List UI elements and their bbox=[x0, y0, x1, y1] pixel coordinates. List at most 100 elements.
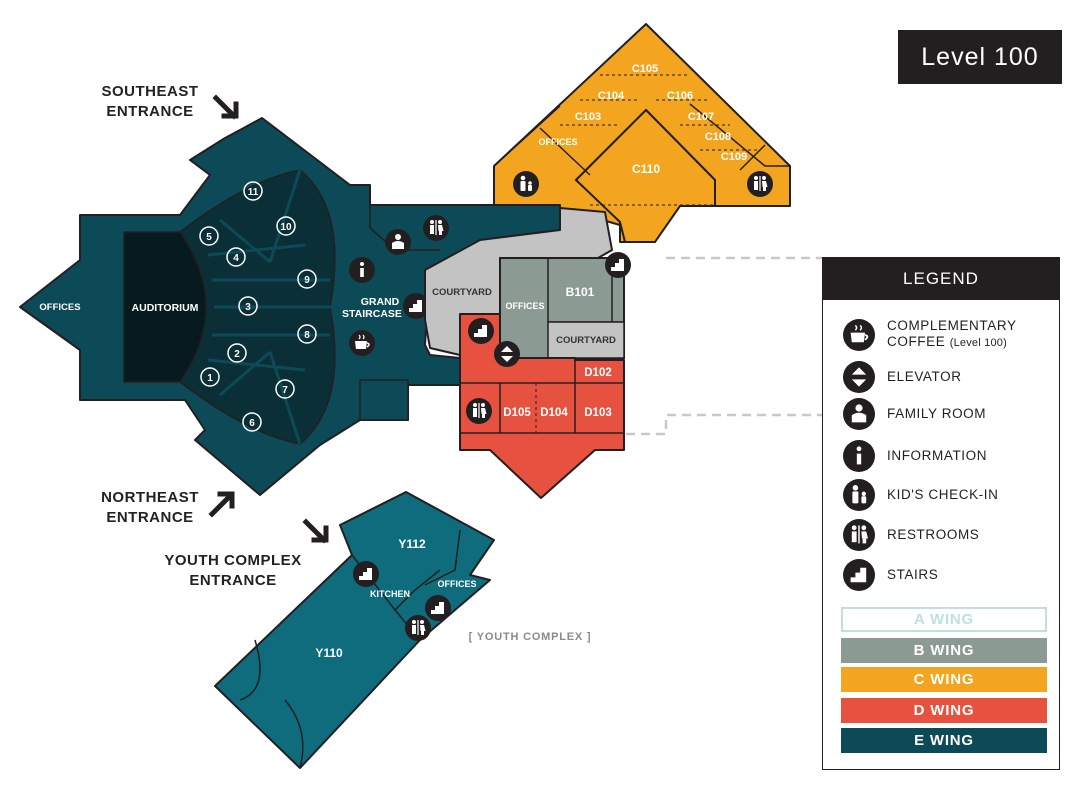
section-11[interactable]: 11 bbox=[243, 181, 263, 201]
restrooms-icon bbox=[423, 215, 449, 241]
auditorium-sections: 11 10 5 4 9 3 8 2 1 7 6 bbox=[199, 181, 317, 432]
svg-text:YOUTH COMPLEX: YOUTH COMPLEX bbox=[164, 552, 301, 569]
kids-checkin-icon bbox=[843, 479, 875, 511]
legend-item-family-room: FAMILY ROOM bbox=[843, 398, 986, 430]
room-c-offices: OFFICES bbox=[538, 137, 577, 147]
northeast-entrance[interactable]: NORTHEAST ENTRANCE bbox=[101, 489, 235, 526]
svg-text:10: 10 bbox=[280, 222, 292, 233]
coffee-icon bbox=[843, 318, 875, 351]
legend-d-wing: D WING bbox=[841, 698, 1047, 723]
kids-checkin-icon bbox=[513, 171, 539, 197]
room-offices-west: OFFICES bbox=[39, 302, 80, 313]
restrooms-icon bbox=[747, 171, 773, 197]
section-3[interactable]: 3 bbox=[238, 296, 258, 316]
room-d104: D104 bbox=[540, 407, 568, 419]
information-icon bbox=[349, 257, 375, 283]
restrooms-icon bbox=[405, 615, 431, 641]
section-4[interactable]: 4 bbox=[226, 247, 246, 267]
information-icon bbox=[843, 440, 875, 472]
legend-item-restrooms: RESTROOMS bbox=[843, 519, 979, 551]
family-room-icon bbox=[385, 229, 411, 255]
room-d105: D105 bbox=[503, 407, 531, 419]
svg-text:6: 6 bbox=[249, 418, 255, 429]
grand-staircase-label-1: GRAND bbox=[361, 296, 400, 308]
arrow-icon bbox=[208, 491, 235, 518]
section-5[interactable]: 5 bbox=[199, 226, 219, 246]
legend-connector bbox=[626, 256, 822, 436]
legend-item-stairs: STAIRS bbox=[843, 559, 938, 591]
room-courtyard-1: COURTYARD bbox=[432, 287, 492, 298]
svg-text:ENTRANCE: ENTRANCE bbox=[189, 572, 276, 589]
section-10[interactable]: 10 bbox=[276, 216, 296, 236]
legend-item-information: INFORMATION bbox=[843, 440, 987, 472]
svg-text:11: 11 bbox=[248, 187, 259, 198]
room-c103: C103 bbox=[575, 111, 601, 123]
section-8[interactable]: 8 bbox=[297, 324, 317, 344]
svg-text:4: 4 bbox=[233, 253, 239, 264]
room-courtyard-2: COURTYARD bbox=[556, 335, 616, 346]
stairs-icon bbox=[843, 559, 875, 591]
family-room-icon bbox=[843, 398, 875, 430]
room-auditorium: AUDITORIUM bbox=[132, 302, 199, 314]
legend-title: LEGEND bbox=[823, 258, 1059, 300]
section-2[interactable]: 2 bbox=[227, 343, 247, 363]
room-c110: C110 bbox=[632, 162, 660, 176]
stairs-icon bbox=[605, 252, 631, 278]
legend-item-elevator: ELEVATOR bbox=[843, 361, 962, 393]
southeast-entrance[interactable]: SOUTHEAST ENTRANCE bbox=[101, 83, 239, 120]
restrooms-icon bbox=[466, 398, 492, 424]
room-c109: C109 bbox=[721, 151, 747, 163]
svg-text:ENTRANCE: ENTRANCE bbox=[106, 509, 193, 526]
youth-complex-entrance[interactable]: YOUTH COMPLEX ENTRANCE bbox=[164, 518, 329, 589]
youth-complex: Y112 KITCHEN OFFICES Y110 [ YOUTH COMPLE… bbox=[214, 491, 592, 769]
e-wing: OFFICES AUDITORIUM 11 10 5 4 9 3 8 2 1 7… bbox=[19, 117, 561, 496]
arrow-icon bbox=[212, 94, 239, 120]
room-c108: C108 bbox=[705, 131, 731, 143]
room-y112: Y112 bbox=[398, 537, 426, 551]
legend-e-wing: E WING bbox=[841, 728, 1047, 753]
room-c105: C105 bbox=[632, 63, 658, 75]
coffee-icon bbox=[348, 329, 376, 357]
room-c106: C106 bbox=[667, 90, 693, 102]
legend-c-wing: C WING bbox=[841, 667, 1047, 692]
level-badge: Level 100 bbox=[898, 30, 1062, 84]
restrooms-icon bbox=[843, 519, 875, 551]
stairs-icon bbox=[353, 561, 379, 587]
d-wing: D102 D105 D104 D103 bbox=[459, 313, 625, 499]
svg-text:SOUTHEAST: SOUTHEAST bbox=[101, 83, 198, 100]
section-7[interactable]: 7 bbox=[275, 379, 295, 399]
legend-b-wing: B WING bbox=[841, 638, 1047, 663]
room-b-offices: OFFICES bbox=[505, 301, 544, 311]
elevator-icon bbox=[494, 341, 520, 367]
svg-text:NORTHEAST: NORTHEAST bbox=[101, 489, 199, 506]
section-1[interactable]: 1 bbox=[200, 367, 220, 387]
section-6[interactable]: 6 bbox=[242, 412, 262, 432]
svg-text:5: 5 bbox=[206, 232, 212, 243]
arrow-icon bbox=[302, 518, 329, 544]
legend-item-kids-checkin: KID'S CHECK-IN bbox=[843, 479, 999, 511]
svg-text:9: 9 bbox=[304, 275, 310, 286]
svg-text:7: 7 bbox=[282, 385, 288, 396]
room-b101: B101 bbox=[566, 285, 595, 299]
room-y110: Y110 bbox=[315, 646, 343, 660]
stairs-icon bbox=[425, 595, 451, 621]
section-9[interactable]: 9 bbox=[297, 269, 317, 289]
svg-text:2: 2 bbox=[234, 349, 240, 360]
c-wing: C105 C104 C106 C103 C107 OFFICES C108 C1… bbox=[493, 23, 791, 243]
stairs-icon bbox=[468, 318, 494, 344]
room-d103: D103 bbox=[584, 407, 612, 419]
grand-staircase-label-2: STAIRCASE bbox=[342, 308, 402, 320]
room-kitchen: KITCHEN bbox=[370, 589, 410, 599]
room-c104: C104 bbox=[598, 90, 625, 102]
youth-complex-label: [ YOUTH COMPLEX ] bbox=[469, 631, 592, 643]
room-y-offices: OFFICES bbox=[437, 579, 476, 589]
svg-text:ENTRANCE: ENTRANCE bbox=[106, 103, 193, 120]
legend-a-wing: A WING bbox=[841, 607, 1047, 632]
elevator-icon bbox=[843, 361, 875, 393]
room-c107: C107 bbox=[688, 111, 714, 123]
svg-text:8: 8 bbox=[304, 330, 310, 341]
svg-text:1: 1 bbox=[207, 373, 213, 384]
